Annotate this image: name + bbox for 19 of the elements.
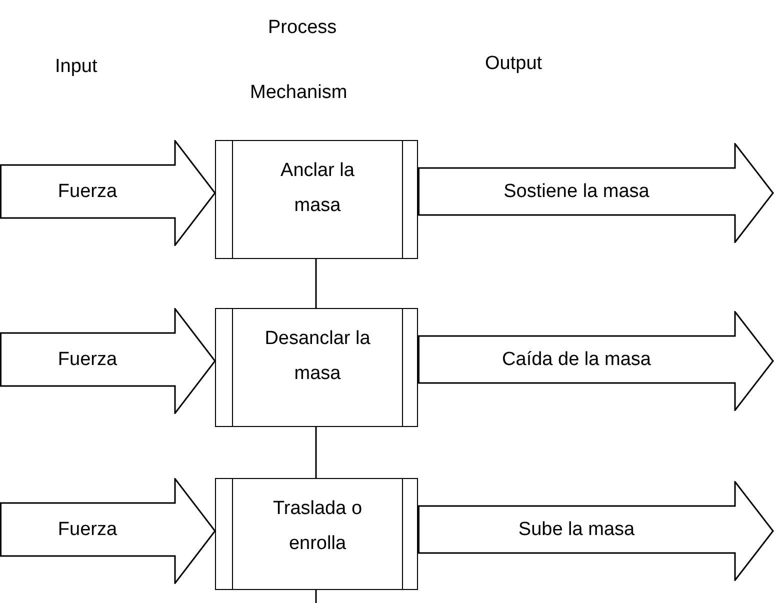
connector-line xyxy=(315,259,317,308)
connector-line xyxy=(315,590,317,603)
arrow-label: Caída de la masa xyxy=(502,348,651,372)
arrow-label: Fuerza xyxy=(58,348,118,372)
arrow-label: Sube la masa xyxy=(518,518,635,542)
column-heading: Output xyxy=(485,52,542,76)
process-label: Anclar la masa xyxy=(280,159,356,218)
process-box xyxy=(215,140,418,259)
process-label: Desanclar la masa xyxy=(264,327,372,386)
column-heading: Input xyxy=(55,55,98,79)
arrow-label: Fuerza xyxy=(58,180,118,204)
arrow-label: Sostiene la masa xyxy=(504,180,650,204)
column-heading: Mechanism xyxy=(250,81,348,105)
process-label: Traslada o enrolla xyxy=(272,497,364,556)
process-box xyxy=(215,308,418,427)
column-heading: Process xyxy=(268,16,337,40)
process-box xyxy=(215,478,418,590)
arrow-label: Fuerza xyxy=(58,518,118,542)
connector-line xyxy=(315,427,317,478)
